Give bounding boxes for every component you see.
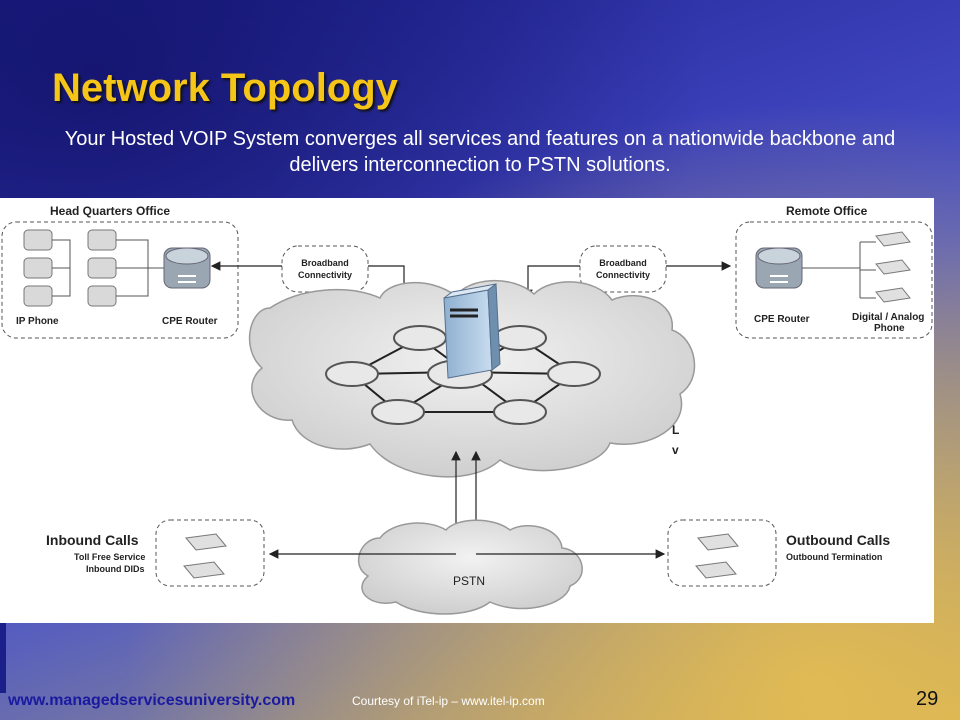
footer-credit: Courtesy of iTel-ip – www.itel-ip.com (352, 694, 545, 708)
hq-office-box (1, 221, 239, 339)
outbound-box (667, 519, 777, 587)
broadband-left-label-2: Connectivity (298, 270, 352, 280)
footer-url-link[interactable]: www.managedservicesuniversity.com (8, 692, 296, 709)
pstn-label: PSTN (453, 574, 485, 588)
ip-phone-label: IP Phone (16, 316, 59, 327)
pstn-cloud (357, 519, 583, 615)
ip-phone-icon (23, 229, 166, 307)
slide-subtitle: Your Hosted VOIP System converges all se… (64, 128, 896, 176)
cpe-router-left-icon (163, 247, 211, 289)
cut-label-1: L (672, 423, 679, 437)
server-icon (443, 283, 501, 379)
inbound-sub-2: Inbound DIDs (86, 564, 145, 574)
broadband-right-label-1: Broadband (599, 258, 647, 268)
slide-title: Network Topology (52, 66, 398, 110)
digital-phone-label-1: Digital / Analog (852, 312, 924, 323)
network-diagram: Head Quarters Office Remote Office IP Ph… (0, 198, 934, 623)
remote-label: Remote Office (786, 204, 868, 218)
backbone-cloud (248, 280, 696, 478)
inbound-phone-icon (183, 533, 227, 579)
digital-phone-icon (802, 231, 911, 303)
page-number: 29 (916, 688, 939, 710)
remote-office-box (735, 221, 933, 339)
broadband-right-label-2: Connectivity (596, 270, 650, 280)
hq-label: Head Quarters Office (50, 204, 170, 218)
left-edge-bar (0, 623, 6, 693)
inbound-box (155, 519, 265, 587)
outbound-sub: Outbound Termination (786, 552, 882, 562)
broadband-left-label-1: Broadband (301, 258, 349, 268)
broadband-left-box (281, 245, 369, 293)
cpe-router-right-icon (755, 247, 803, 289)
inbound-sub-1: Toll Free Service (74, 552, 145, 562)
cpe-router-right-label: CPE Router (754, 314, 810, 325)
digital-phone-label-2: Phone (874, 323, 905, 334)
outbound-phone-icon (695, 533, 739, 579)
cpe-router-left-label: CPE Router (162, 316, 218, 327)
broadband-right-box (579, 245, 667, 293)
inbound-title: Inbound Calls (46, 532, 139, 548)
outbound-title: Outbound Calls (786, 532, 890, 548)
cut-label-2: v (672, 443, 679, 457)
